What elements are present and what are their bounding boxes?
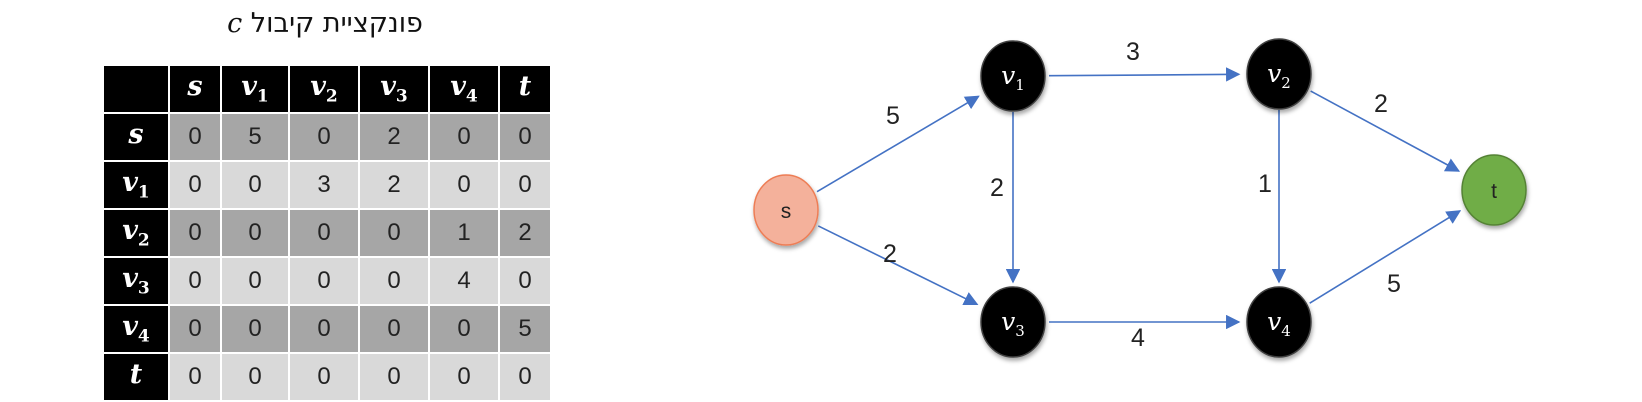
node-s: s <box>753 174 819 246</box>
table-cell: 0 <box>220 256 290 306</box>
table-cell: 0 <box>428 112 500 162</box>
table-cell: 1 <box>428 208 500 258</box>
node-label: v3 <box>1001 307 1025 340</box>
node-v2: v2 <box>1246 38 1312 110</box>
node-circle <box>753 174 819 246</box>
node-label: v2 <box>1267 59 1291 92</box>
capacity-table: s v1 v2 v3 v4 t s 0 5 0 2 0 0 v1 0 0 3 2… <box>102 64 552 402</box>
table-row: s 0 5 0 2 0 0 <box>102 112 552 162</box>
table-cell: 2 <box>358 160 430 210</box>
edge-capacity-label: 1 <box>1258 170 1272 198</box>
node-v4: v4 <box>1246 286 1312 358</box>
table-cell: 0 <box>220 160 290 210</box>
table-cell: 5 <box>498 304 552 354</box>
table-header-row: s v1 v2 v3 v4 t <box>102 64 552 114</box>
table-col-header: s <box>168 64 222 114</box>
table-cell: 0 <box>358 208 430 258</box>
table-cell: 0 <box>498 160 552 210</box>
node-circle <box>980 40 1046 112</box>
table-col-header: v3 <box>358 64 430 114</box>
table-cell: 0 <box>498 112 552 162</box>
table-cell: 0 <box>168 256 222 306</box>
edge-capacity-label: 2 <box>990 174 1004 202</box>
table-cell: 0 <box>428 352 500 402</box>
table-cell: 0 <box>168 352 222 402</box>
edge-capacity-label: 4 <box>1131 324 1145 352</box>
table-cell: 0 <box>358 304 430 354</box>
node-circle <box>1461 154 1527 226</box>
table-row-header: s <box>102 112 170 162</box>
table-cell: 0 <box>288 256 360 306</box>
table-row-header: v1 <box>102 160 170 210</box>
table-cell: 2 <box>358 112 430 162</box>
table-cell: 0 <box>428 160 500 210</box>
table-col-header: t <box>498 64 552 114</box>
table-row-header: v4 <box>102 304 170 354</box>
node-v3: v3 <box>980 286 1046 358</box>
table-row-header: v2 <box>102 208 170 258</box>
edge-capacity-label: 2 <box>883 240 897 268</box>
table-cell: 0 <box>168 112 222 162</box>
table-cell: 4 <box>428 256 500 306</box>
table-cell: 0 <box>288 112 360 162</box>
node-label: v4 <box>1267 307 1291 340</box>
node-label: v1 <box>1001 61 1025 94</box>
edge-capacity-label: 5 <box>886 102 900 130</box>
table-col-header: v2 <box>288 64 360 114</box>
table-cell: 0 <box>428 304 500 354</box>
table-row: v2 0 0 0 0 1 2 <box>102 208 552 258</box>
table-cell: 5 <box>220 112 290 162</box>
table-col-header: v1 <box>220 64 290 114</box>
table-cell: 2 <box>498 208 552 258</box>
table-cell: 0 <box>220 304 290 354</box>
table-row: v3 0 0 0 0 4 0 <box>102 256 552 306</box>
table-cell: 0 <box>358 256 430 306</box>
table-cell: 0 <box>220 352 290 402</box>
node-label: t <box>1491 180 1497 203</box>
edge-v2-t <box>1310 90 1461 172</box>
table-cell: 0 <box>288 208 360 258</box>
edge-capacity-label: 5 <box>1387 270 1401 298</box>
edge-v1-v2 <box>1048 67 1241 82</box>
table-cell: 0 <box>498 352 552 402</box>
table-row-header: v3 <box>102 256 170 306</box>
table-title-text: פונקציית קיבול <box>250 8 423 39</box>
table-col-header: v4 <box>428 64 500 114</box>
table-row-header: t <box>102 352 170 402</box>
node-circle <box>980 286 1046 358</box>
table-cell: 0 <box>358 352 430 402</box>
edge-s-v3 <box>817 225 979 306</box>
edge-v4-t <box>1309 210 1462 304</box>
table-title-variable: c <box>227 8 243 39</box>
edge-capacity-label: 3 <box>1126 38 1140 66</box>
node-v1: v1 <box>980 40 1046 112</box>
table-corner-cell <box>102 64 170 114</box>
table-title: פונקציית קיבול c <box>100 8 550 39</box>
table-cell: 0 <box>288 352 360 402</box>
table-row: t 0 0 0 0 0 0 <box>102 352 552 402</box>
table-cell: 0 <box>498 256 552 306</box>
table-cell: 0 <box>220 208 290 258</box>
table-row: v1 0 0 3 2 0 0 <box>102 160 552 210</box>
node-label: s <box>781 200 792 223</box>
table-cell: 0 <box>168 208 222 258</box>
edge-capacity-label: 2 <box>1374 90 1388 118</box>
table-row: v4 0 0 0 0 0 5 <box>102 304 552 354</box>
node-circle <box>1246 38 1312 110</box>
edge-s-v1 <box>816 95 980 193</box>
table-cell: 0 <box>288 304 360 354</box>
table-cell: 0 <box>168 160 222 210</box>
table-cell: 3 <box>288 160 360 210</box>
node-t: t <box>1461 154 1527 226</box>
node-circle <box>1246 286 1312 358</box>
table-cell: 0 <box>168 304 222 354</box>
